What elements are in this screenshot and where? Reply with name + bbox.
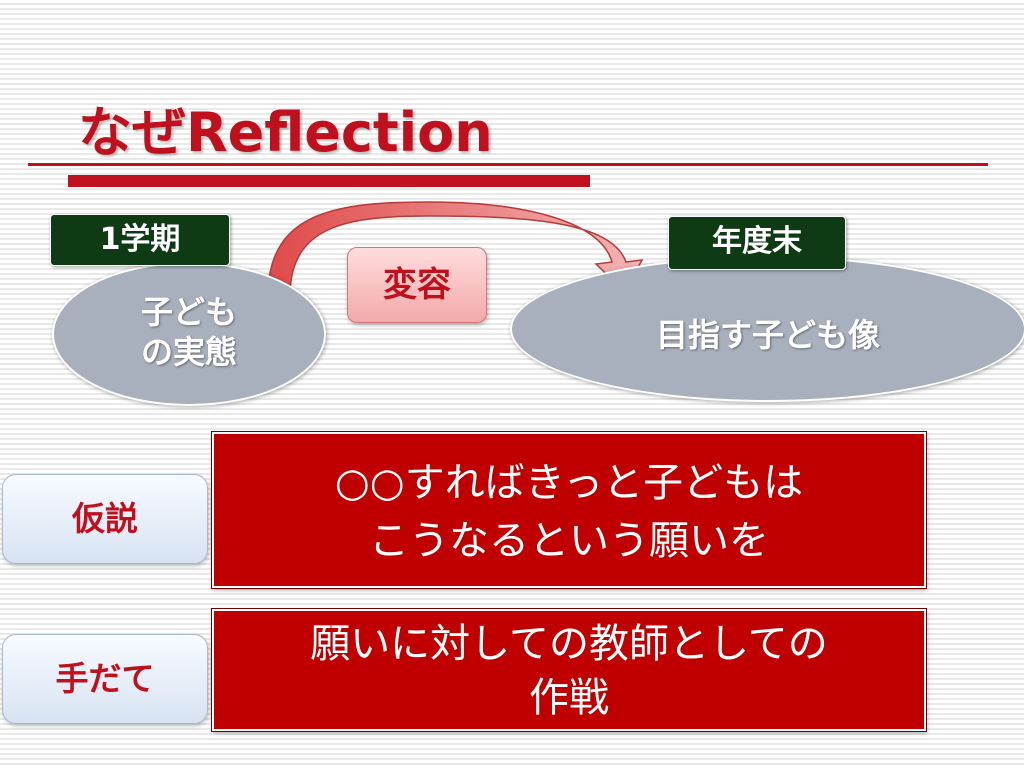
method-box: 願いに対しての教師としての 作戦 [212, 609, 926, 731]
term-label: 1学期 [50, 214, 230, 266]
slide-title: なぜReflection [78, 101, 493, 164]
hypothesis-line-2: こうなるという願いを [369, 518, 769, 564]
method-line-1: 願いに対しての教師としての [310, 621, 828, 667]
current-state-line-1: 子ども [140, 293, 237, 331]
goal-state-ellipse: 目指す子ども像 [510, 256, 1024, 402]
current-state-ellipse: 子ども の実態 [52, 262, 326, 406]
hypothesis-box: ○○すればきっと子どもは こうなるという願いを [212, 432, 926, 588]
title-divider-thin [28, 163, 988, 166]
change-label: 変容 [347, 247, 487, 323]
current-state-line-2: の実態 [140, 333, 237, 371]
year-end-label: 年度末 [668, 216, 846, 270]
title-divider-thick [68, 175, 590, 187]
method-line-2: 作戦 [529, 675, 609, 721]
hypothesis-line-1: ○○すればきっと子どもは [334, 460, 804, 506]
goal-state-text: 目指す子ども像 [655, 316, 880, 354]
hypothesis-button[interactable]: 仮説 [2, 474, 208, 564]
method-button[interactable]: 手だて [2, 634, 208, 724]
